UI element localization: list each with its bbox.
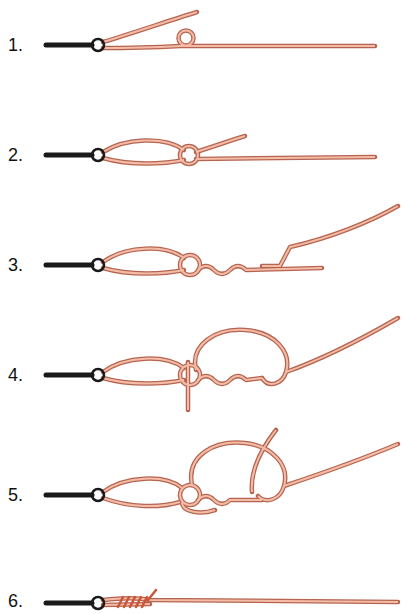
step-number: 6. — [8, 592, 23, 610]
step-number: 1. — [8, 36, 23, 54]
fishing-line-core — [103, 12, 398, 605]
step-number: 3. — [8, 256, 23, 274]
fishing-line — [103, 12, 398, 605]
step-number: 2. — [8, 146, 23, 164]
step-number: 4. — [8, 366, 23, 384]
hook-eye — [92, 39, 104, 609]
finished-knot-wraps — [118, 590, 156, 607]
hook-shank — [46, 45, 92, 603]
step-number: 5. — [8, 486, 23, 504]
